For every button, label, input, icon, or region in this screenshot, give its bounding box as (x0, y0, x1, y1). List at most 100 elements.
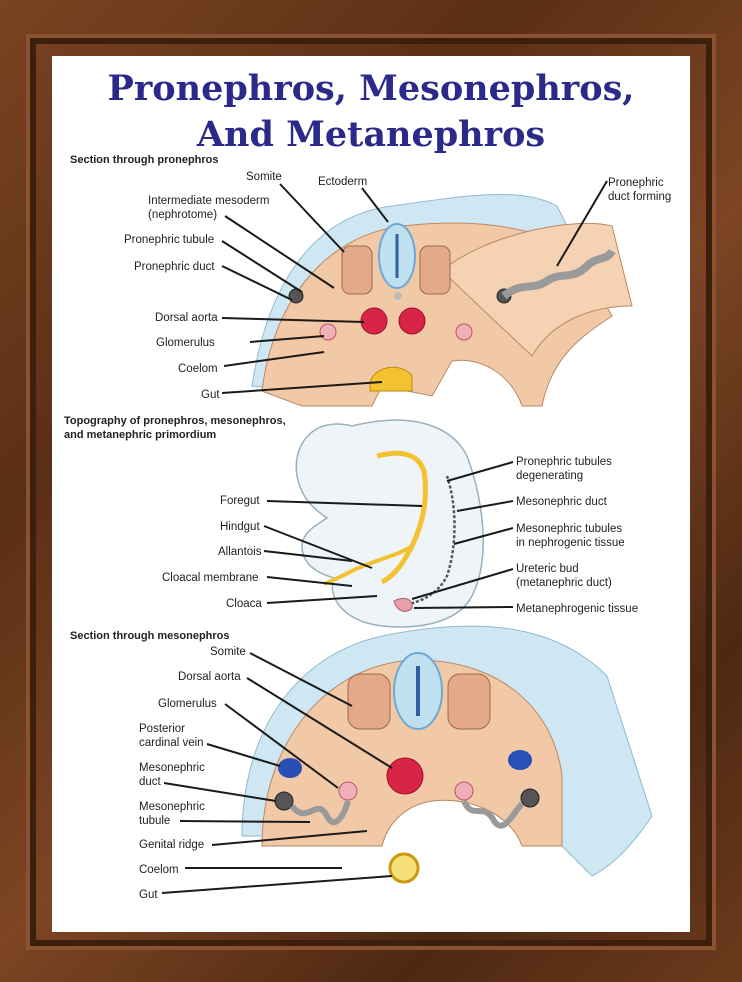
leader-mesonephric-tubules (453, 527, 514, 545)
glomerulus-left (319, 323, 337, 341)
label-coelom-3: Coelom (139, 864, 179, 876)
section1-heading: Section through pronephros (70, 154, 219, 166)
section1-labels: Somite Ectoderm Pronephric duct forming … (124, 171, 671, 401)
dorsal-aorta-meso (386, 757, 424, 795)
embryo-illustration (295, 419, 484, 628)
label-gut-3: Gut (139, 889, 158, 901)
label-dorsal-aorta: Dorsal aorta (155, 312, 218, 324)
pronephros-illustration (251, 193, 633, 407)
label-hindgut: Hindgut (220, 521, 260, 533)
label-coelom: Coelom (178, 363, 218, 375)
glomerulus-meso-right (454, 781, 474, 801)
label-mesonephric-tubule-3-1: Mesonephric (139, 801, 205, 813)
leader-foregut (266, 500, 423, 507)
glomerulus-meso-left (338, 781, 358, 801)
dorsal-aorta-left (360, 307, 388, 335)
label-posterior-cardinal-2: cardinal vein (139, 737, 204, 749)
label-glomerulus: Glomerulus (156, 337, 215, 349)
label-mesonephric-duct: Mesonephric duct (516, 496, 608, 508)
mesonephric-duct-right (520, 788, 540, 808)
leader-ureteric-bud (411, 568, 514, 600)
gut-tube (369, 366, 413, 392)
leader-hindgut (263, 525, 373, 569)
label-pronephric-tubules-1: Pronephric tubules (516, 456, 612, 468)
somite-block-right (419, 245, 451, 295)
label-mesonephric-tubules-1: Mesonephric tubules (516, 523, 622, 535)
leader-dorsal-aorta-1 (221, 317, 365, 323)
metanephrogenic-blob (393, 597, 413, 612)
leader-cloaca (266, 595, 378, 604)
mesonephric-tubule-right (461, 799, 525, 829)
leader-pronephric-duct-forming (556, 180, 608, 267)
label-allantois: Allantois (218, 546, 262, 558)
leader-ectoderm-1 (361, 187, 389, 223)
leader-somite-3 (249, 652, 353, 707)
section3-heading: Section through mesonephros (70, 630, 230, 642)
leader-mesonephric-duct-3 (163, 782, 277, 802)
leader-allantois (263, 550, 353, 562)
label-mesonephric-tubule-3-2: tubule (139, 815, 170, 827)
section2-heading-line-1: Topography of pronephros, mesonephros, (64, 415, 286, 427)
leader-mesonephric-duct (456, 500, 514, 512)
leader-coelom-1 (223, 351, 325, 367)
leader-intermediate-mesoderm (224, 215, 335, 289)
label-ureteric-bud-1: Ureteric bud (516, 563, 579, 575)
embryo-body (295, 419, 484, 628)
label-metanephrogenic-tissue: Metanephrogenic tissue (516, 603, 638, 615)
label-somite-3: Somite (210, 646, 246, 658)
leader-cloacal-membrane (266, 576, 353, 587)
mesonephros-illustration (241, 625, 653, 884)
leader-lines (161, 180, 608, 894)
label-cloaca: Cloaca (226, 598, 262, 610)
label-pronephric-tubule: Pronephric tubule (124, 234, 214, 246)
pronephric-duct-forming (501, 248, 616, 300)
leader-genital-ridge (211, 830, 368, 846)
leader-dorsal-aorta-3 (246, 677, 393, 769)
label-intermediate-mesoderm-1: Intermediate mesoderm (148, 195, 269, 207)
label-ectoderm: Ectoderm (318, 176, 367, 188)
label-pronephric-tubules-2: degenerating (516, 470, 583, 482)
section2-heading: Topography of pronephros, mesonephros, a… (64, 414, 286, 442)
label-pronephric-duct-forming-1: Pronephric (608, 177, 664, 189)
label-mesonephric-tubules-2: in nephrogenic tissue (516, 537, 625, 549)
mesonephric-duct-line (396, 475, 456, 608)
title-line-2: And Metanephros (196, 114, 546, 155)
label-somite: Somite (246, 171, 282, 183)
leader-pronephric-tubules (446, 461, 514, 482)
posterior-cardinal-vein-right (508, 750, 532, 770)
leader-posterior-cardinal (206, 743, 281, 767)
section3-labels: Somite Dorsal aorta Glomerulus Posterior… (139, 646, 246, 901)
leader-somite-1 (279, 183, 345, 253)
leader-pronephric-duct (221, 265, 293, 301)
leader-pronephric-tubule (221, 240, 303, 293)
foregut-yellow (376, 450, 428, 585)
label-mesonephric-duct-3-2: duct (139, 776, 162, 788)
dorsal-aorta-right (398, 307, 426, 335)
label-mesonephric-duct-3-1: Mesonephric (139, 762, 205, 774)
label-gut: Gut (201, 389, 220, 401)
label-intermediate-mesoderm-2: (nephrotome) (148, 209, 217, 221)
label-genital-ridge: Genital ridge (139, 839, 204, 851)
leader-mesonephric-tubule-3 (179, 820, 311, 823)
poster-paper: Pronephros, Mesonephros, And Metanephros… (52, 56, 690, 932)
posterior-cardinal-vein-left (278, 758, 302, 778)
anatomy-diagram: Somite Ectoderm Pronephric duct forming … (124, 171, 671, 901)
leader-glomerulus-3 (224, 703, 339, 789)
trunk-extension (441, 223, 633, 357)
leader-gut-3 (161, 875, 393, 894)
label-pronephric-duct-forming-2: duct forming (608, 191, 671, 203)
leader-glomerulus-1 (249, 335, 325, 343)
section2-heading-line-2: and metanephric primordium (64, 429, 217, 441)
section2-labels: Foregut Hindgut Allantois Cloacal membra… (162, 456, 638, 615)
leader-metanephrogenic (413, 606, 514, 609)
notochord (394, 292, 402, 300)
label-dorsal-aorta-3: Dorsal aorta (178, 671, 241, 683)
label-posterior-cardinal-1: Posterior (139, 723, 185, 735)
glomerulus-right (455, 323, 473, 341)
label-ureteric-bud-2: (metanephric duct) (516, 577, 612, 589)
title-line-1: Pronephros, Mesonephros, (107, 68, 635, 109)
label-cloacal-membrane: Cloacal membrane (162, 572, 259, 584)
label-foregut: Foregut (220, 495, 260, 507)
label-glomerulus-3: Glomerulus (158, 698, 217, 710)
leader-gut-1 (221, 381, 383, 394)
